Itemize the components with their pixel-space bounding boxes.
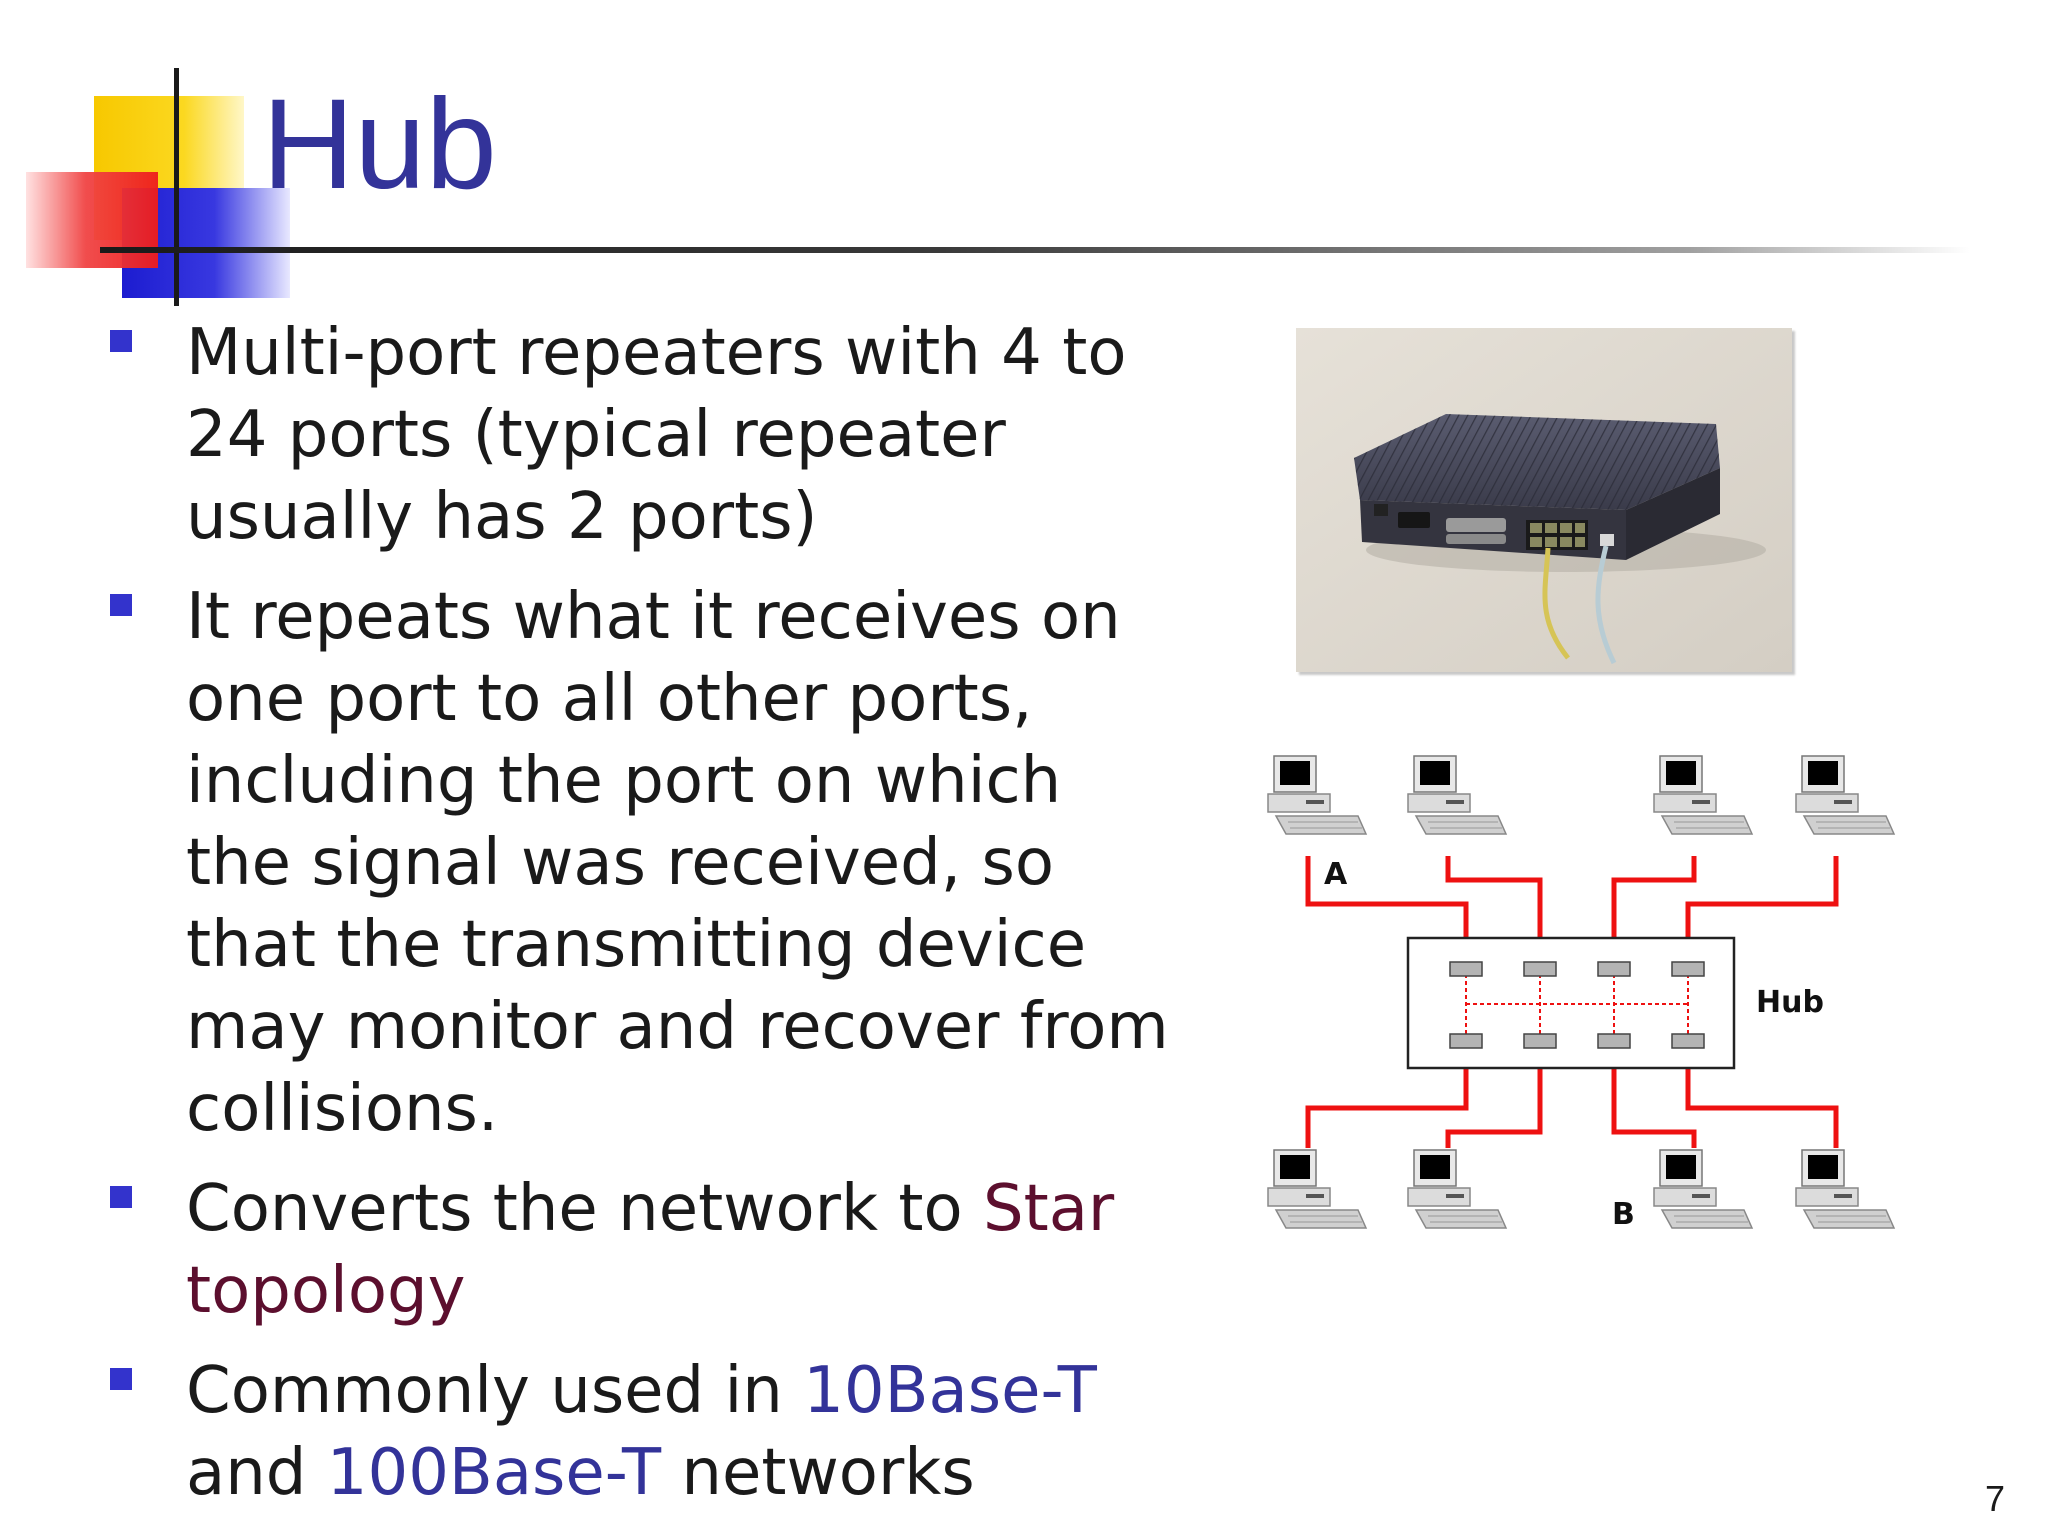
star-topology-highlight: Star topology — [186, 1172, 1115, 1328]
page-number: 7 — [1985, 1478, 2006, 1519]
hub-label: Hub — [1756, 985, 1824, 1020]
bullet-item: It repeats what it receives on one port … — [110, 576, 1180, 1150]
computer-icon — [1653, 755, 1753, 835]
computer-icon — [1407, 1149, 1507, 1229]
bullet-item: Multi-port repeaters with 4 to 24 ports … — [110, 312, 1180, 558]
bullet-text: Commonly used in 10Base-T and 100Base-T … — [186, 1354, 1097, 1510]
bullet-text-plain: Commonly used in — [186, 1354, 804, 1428]
computer-a-label: A — [1324, 857, 1348, 892]
bullet-marker-icon — [110, 1186, 132, 1208]
computer-icon — [1795, 1149, 1895, 1229]
hub-star-topology-diagram: A Hub B — [1267, 755, 1895, 1232]
hub-device-photo — [1296, 328, 1792, 672]
bullet-text-plain: Converts the network to — [186, 1172, 983, 1246]
bullet-marker-icon — [110, 594, 132, 616]
computer-icon — [1653, 1149, 1753, 1229]
10base-t-highlight: 10Base-T — [803, 1354, 1097, 1428]
bullet-marker-icon — [110, 1368, 132, 1390]
bullet-text-plain: networks — [661, 1436, 975, 1510]
computer-icon — [1267, 1149, 1367, 1229]
computer-icon — [1407, 755, 1507, 835]
100base-t-highlight: 100Base-T — [326, 1436, 662, 1510]
bullet-list: Multi-port repeaters with 4 to 24 ports … — [110, 312, 1180, 1532]
computer-icon — [1267, 755, 1367, 835]
slide-title: Hub — [262, 73, 497, 216]
bullet-item: Commonly used in 10Base-T and 100Base-T … — [110, 1350, 1180, 1514]
hub-internal-links — [1465, 974, 1689, 1034]
computer-icon — [1795, 755, 1895, 835]
title-underline — [100, 247, 1970, 253]
bullet-item: Converts the network to Star topology — [110, 1168, 1180, 1332]
hub-ports — [1449, 961, 1705, 1049]
bullet-text: Converts the network to Star topology — [186, 1172, 1114, 1328]
network-wires — [1305, 856, 1839, 1148]
bullet-marker-icon — [110, 330, 132, 352]
bullet-text: It repeats what it receives on one port … — [186, 580, 1169, 1146]
corner-vertical-line — [174, 68, 179, 306]
bullet-text-plain: and — [186, 1436, 327, 1510]
bullet-text: Multi-port repeaters with 4 to 24 ports … — [186, 316, 1127, 554]
corner-square-red — [26, 172, 158, 268]
computer-b-label: B — [1612, 1197, 1635, 1232]
